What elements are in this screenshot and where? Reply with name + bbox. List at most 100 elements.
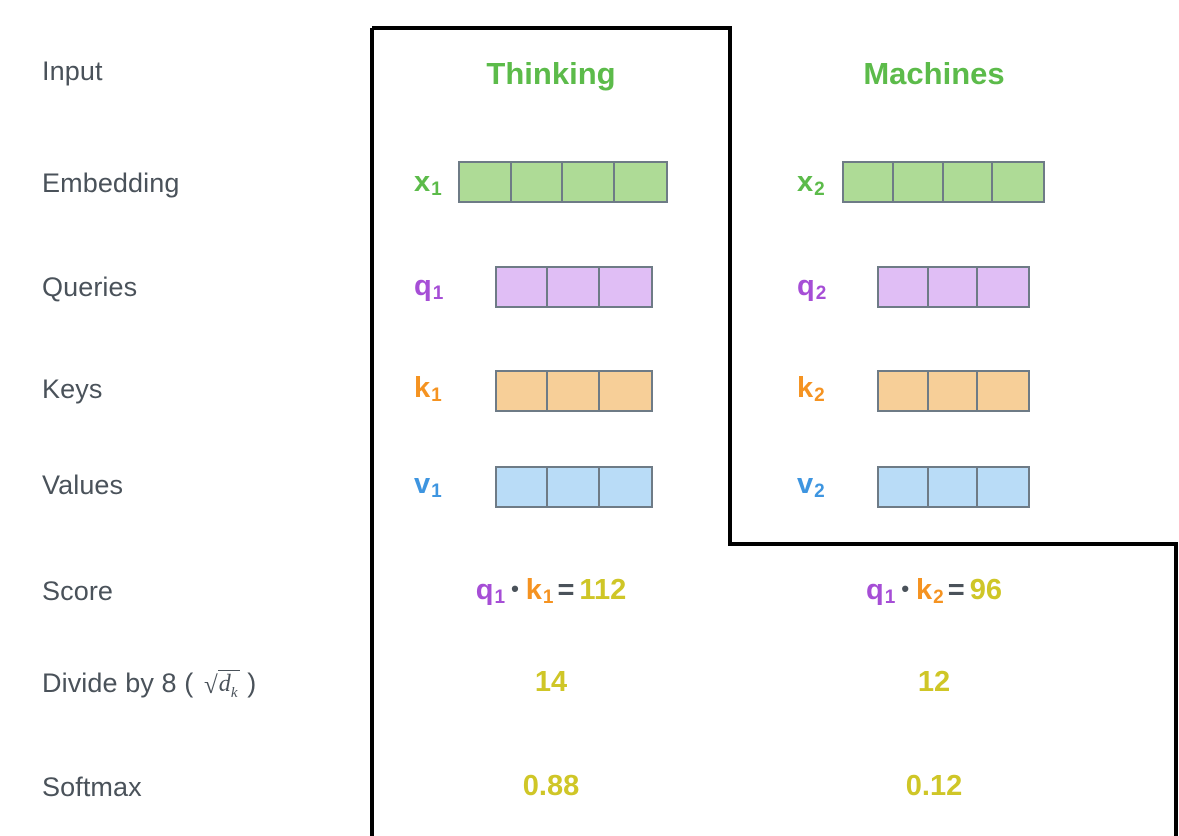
- radical-sign: √: [203, 672, 218, 699]
- score-result-col2: 96: [969, 574, 1002, 606]
- embedding-cell: [844, 163, 894, 201]
- score-expression-col2: q1•k2=96: [755, 574, 1113, 608]
- row-label-queries: Queries: [42, 272, 138, 302]
- softmax-value-col2: 0.12: [905, 770, 963, 802]
- score-q-term-col1: q1: [475, 574, 506, 608]
- value-cell: [978, 468, 1028, 506]
- vector-label-x2: x2: [797, 166, 825, 200]
- vector-label-x1-sub: 1: [431, 179, 442, 200]
- query-cell: [548, 268, 600, 306]
- embedding-cell: [993, 163, 1043, 201]
- value-cell: [548, 468, 600, 506]
- dot-product-operator-col1: •: [511, 576, 519, 601]
- divided-value-col1: 14: [534, 666, 568, 698]
- divided-value-col2: 12: [917, 666, 951, 698]
- score-k-name-col2: k: [916, 574, 933, 606]
- key-cell: [978, 372, 1028, 410]
- score-k-sub-col2: 2: [933, 587, 944, 608]
- query-cell: [600, 268, 651, 306]
- value-cell: [497, 468, 549, 506]
- vector-label-k2-name: k: [797, 372, 814, 404]
- key-cell: [600, 372, 651, 410]
- row-label-keys: Keys: [42, 374, 103, 404]
- key-strip-k2: [877, 370, 1030, 412]
- vector-label-q1-sub: 1: [432, 283, 444, 304]
- score-q-term-col2: q1: [866, 574, 896, 608]
- radicand-dk: dk: [217, 670, 240, 701]
- vector-label-k1-sub: 1: [431, 385, 442, 406]
- key-cell: [548, 372, 600, 410]
- value-cell: [600, 468, 651, 506]
- query-strip-q2: [877, 266, 1030, 308]
- vector-label-x1: x1: [414, 166, 442, 200]
- vector-label-q2-name: q: [797, 270, 815, 302]
- vector-label-v2-name: v: [797, 468, 814, 500]
- embedding-cell: [563, 163, 615, 201]
- row-label-score: Score: [42, 576, 114, 606]
- embedding-strip-x2: [842, 161, 1045, 203]
- score-q-name-col1: q: [475, 574, 494, 606]
- value-strip-v1: [495, 466, 653, 508]
- vector-label-v1-name: v: [414, 468, 431, 500]
- vector-label-x2-name: x: [797, 166, 814, 198]
- vector-label-k2-sub: 2: [814, 385, 825, 406]
- row-label-input: Input: [42, 56, 103, 86]
- query-cell: [929, 268, 979, 306]
- embedding-cell: [512, 163, 563, 201]
- score-k-term-col1: k1: [525, 574, 554, 608]
- divide-by-8-close-paren: ): [247, 668, 257, 698]
- score-k-term-col2: k2: [916, 574, 944, 608]
- softmax-value-col1: 0.88: [522, 770, 580, 802]
- radicand-sub-k: k: [230, 684, 238, 701]
- vector-label-x2-sub: 2: [814, 179, 825, 200]
- score-q-sub-col2: 1: [884, 587, 896, 608]
- vector-label-v1-sub: 1: [431, 481, 442, 502]
- dot-product-operator-col2: •: [901, 576, 910, 601]
- embedding-cell: [944, 163, 994, 201]
- score-result-col1: 112: [579, 574, 627, 606]
- embedding-cell: [615, 163, 667, 201]
- score-k-name-col1: k: [525, 574, 542, 606]
- equals-sign-col1: =: [557, 574, 575, 606]
- sqrt-dk-expression: √dk: [201, 668, 240, 703]
- column-header-machines: Machines: [863, 56, 1005, 91]
- score-q-name-col2: q: [866, 574, 884, 606]
- vector-label-k1: k1: [414, 372, 442, 406]
- embedding-cell: [894, 163, 944, 201]
- value-cell: [879, 468, 929, 506]
- score-expression-col1: q1•k1=112: [372, 574, 730, 608]
- vector-label-q2-sub: 2: [815, 283, 827, 304]
- query-cell: [978, 268, 1028, 306]
- key-cell: [497, 372, 549, 410]
- divide-by-8-text: Divide by 8 (: [42, 668, 194, 698]
- row-label-values: Values: [42, 470, 124, 500]
- row-label-embedding: Embedding: [42, 168, 180, 198]
- equals-sign-col2: =: [947, 574, 965, 606]
- vector-label-v2: v2: [797, 468, 825, 502]
- score-k-sub-col1: 1: [542, 587, 554, 608]
- query-strip-q1: [495, 266, 653, 308]
- query-cell: [497, 268, 549, 306]
- key-strip-k1: [495, 370, 653, 412]
- vector-label-v1: v1: [414, 468, 442, 502]
- vector-label-q1: q1: [414, 270, 444, 304]
- value-cell: [929, 468, 979, 506]
- row-label-divide-by-8: Divide by 8 ( √dk ): [42, 668, 256, 703]
- score-q-sub-col1: 1: [494, 587, 506, 608]
- vector-label-x1-name: x: [414, 166, 431, 198]
- key-cell: [879, 372, 929, 410]
- embedding-strip-x1: [458, 161, 668, 203]
- key-cell: [929, 372, 979, 410]
- row-label-softmax: Softmax: [42, 772, 142, 802]
- vector-label-q1-name: q: [414, 270, 432, 302]
- column-header-thinking: Thinking: [486, 56, 616, 91]
- query-cell: [879, 268, 929, 306]
- embedding-cell: [460, 163, 512, 201]
- value-strip-v2: [877, 466, 1030, 508]
- vector-label-v2-sub: 2: [814, 481, 825, 502]
- vector-label-k2: k2: [797, 372, 825, 406]
- vector-label-k1-name: k: [414, 372, 431, 404]
- vector-label-q2: q2: [797, 270, 827, 304]
